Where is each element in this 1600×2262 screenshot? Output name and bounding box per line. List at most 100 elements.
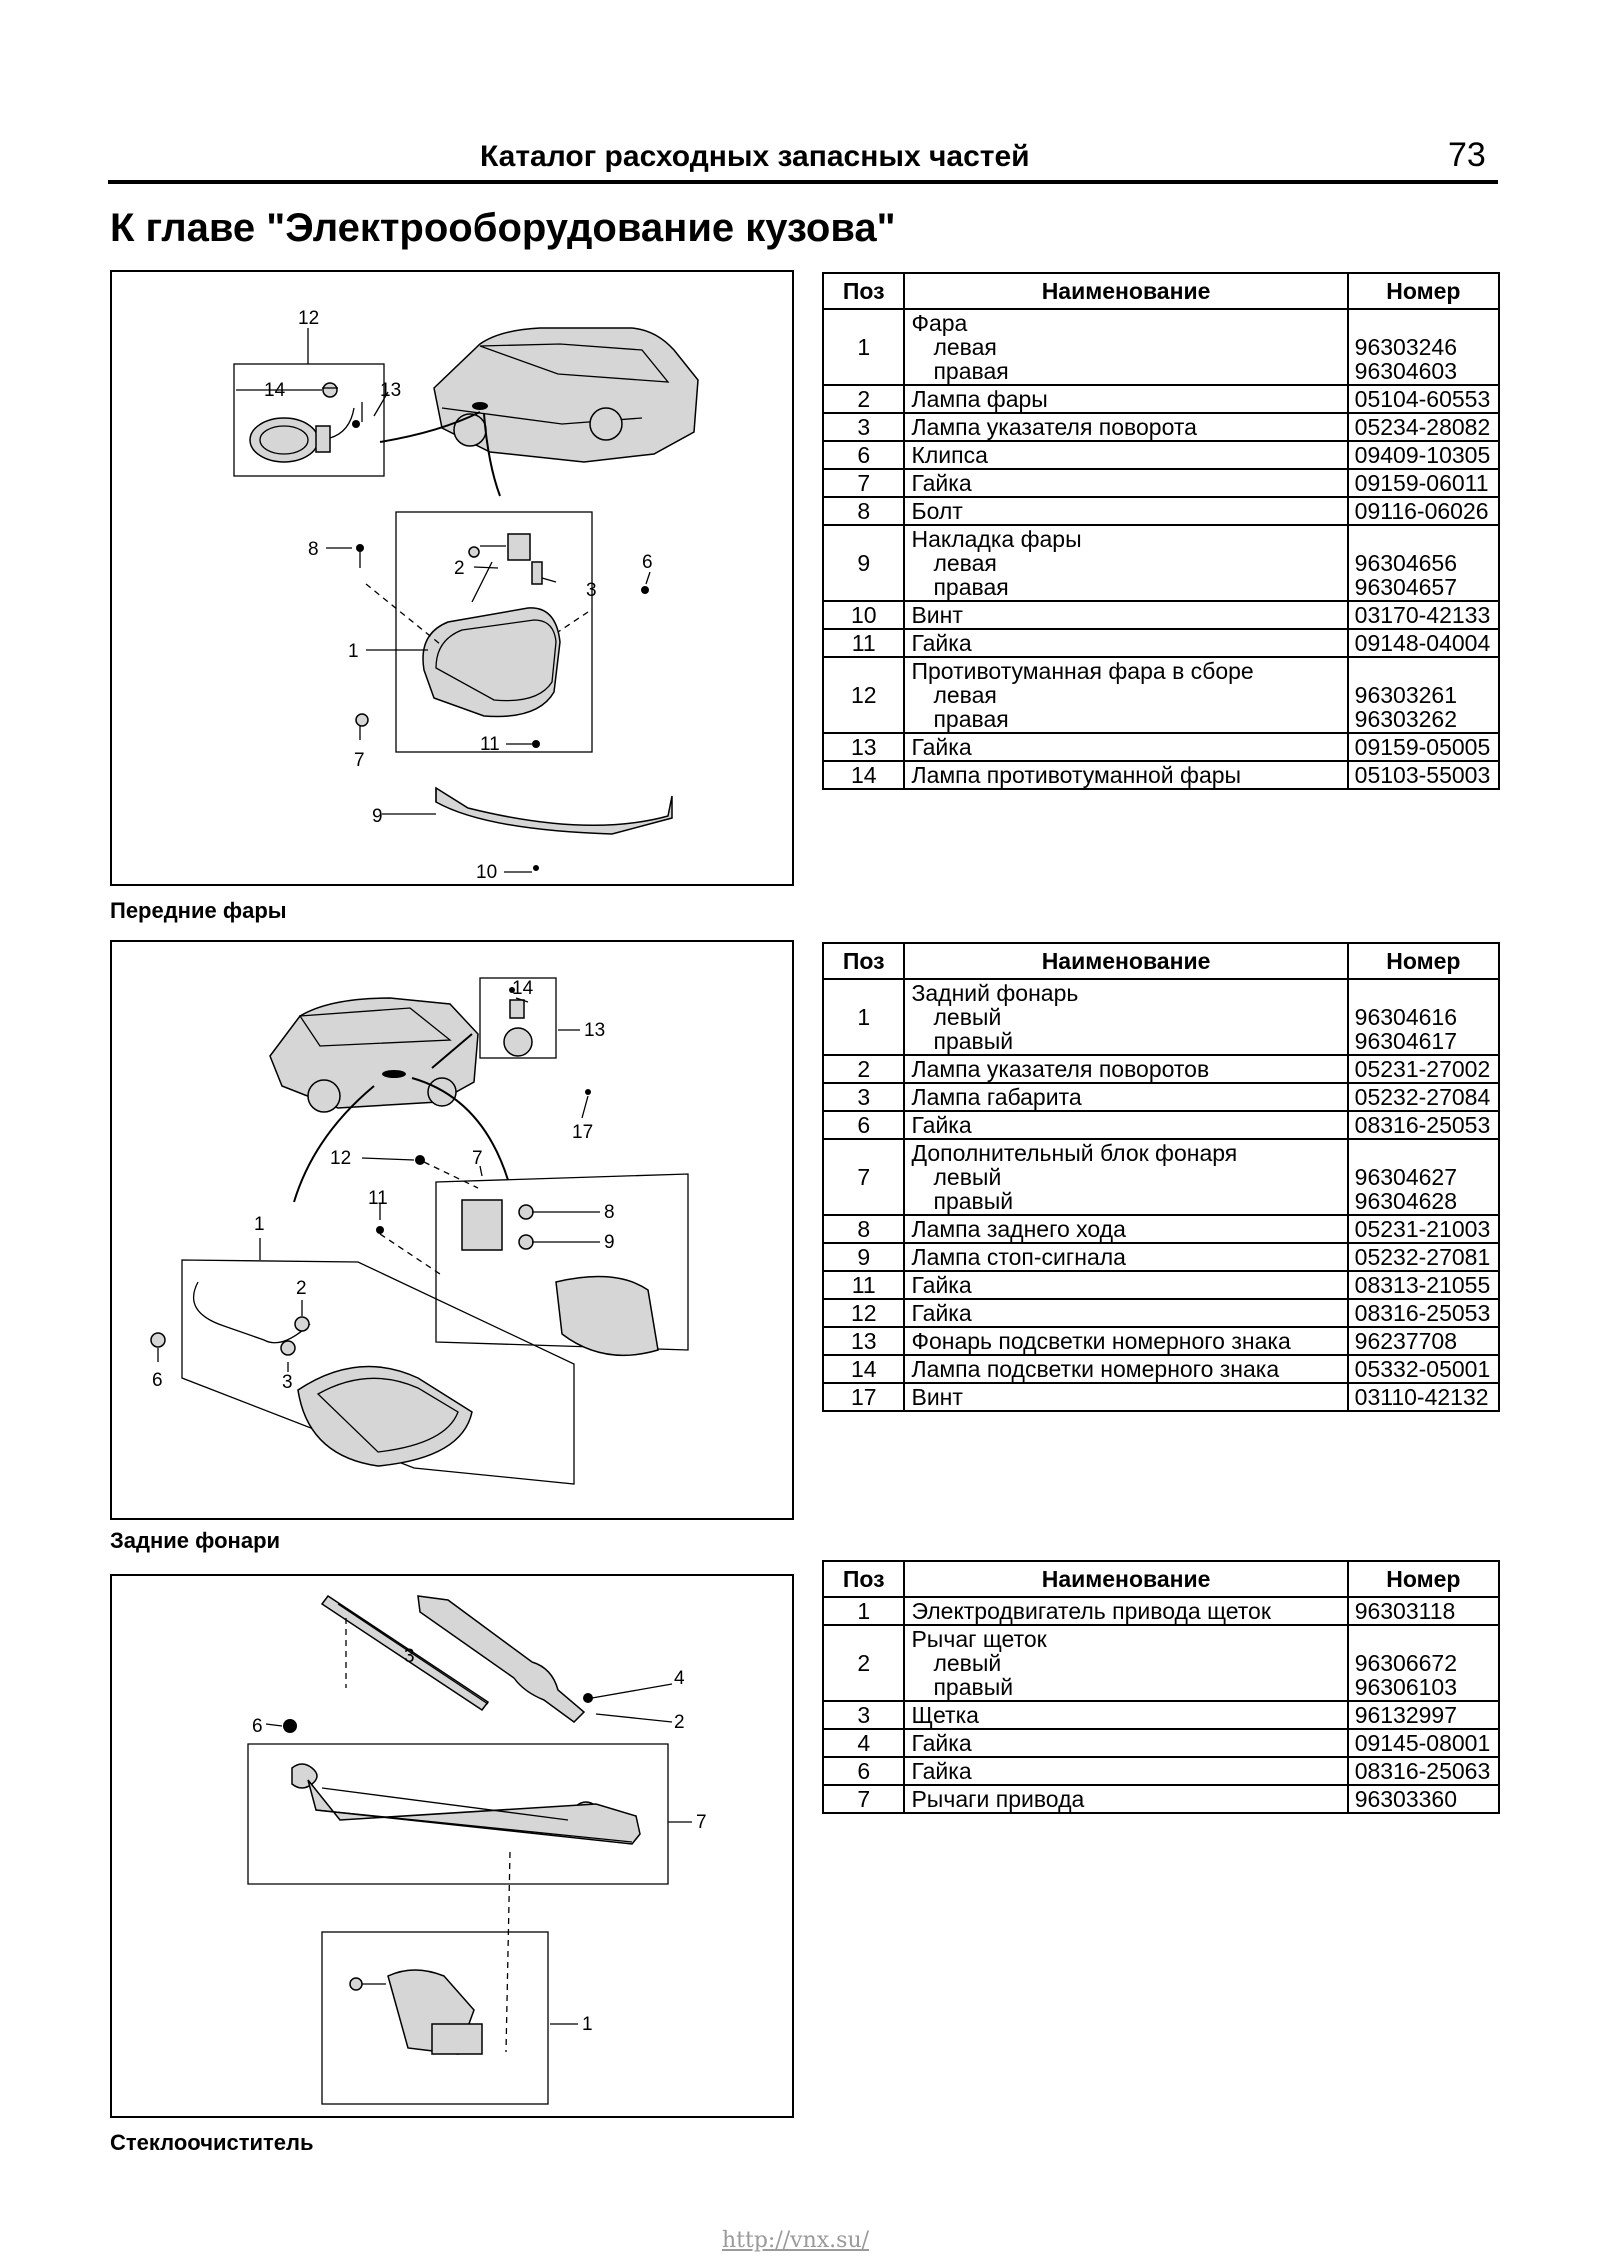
part-name: Противотуманная фара в сборе — [911, 658, 1254, 684]
part-variant: правый — [933, 1188, 1014, 1214]
part-number: 08316-25063 — [1354, 1758, 1491, 1784]
callout: 11 — [368, 1188, 388, 1209]
name-cell: Фонарь подсветки номерного знака — [903, 1326, 1349, 1356]
col-number: Номер — [1346, 1560, 1501, 1598]
callout: 9 — [604, 1232, 615, 1253]
part-number: 96304657 — [1354, 574, 1458, 600]
name-cell: Гайка — [903, 1298, 1349, 1328]
part-name: Гайка — [911, 1112, 972, 1138]
callout: 7 — [696, 1812, 707, 1833]
pos-cell: 12 — [821, 656, 906, 734]
number-cell: 08316-25063 — [1346, 1756, 1501, 1786]
part-number: 09145-08001 — [1354, 1730, 1491, 1756]
part-number: 96303261 — [1354, 682, 1458, 708]
part-variant: левая — [933, 550, 997, 576]
figure-rear-lights: 14 13 17 12 7 11 8 9 1 2 3 6 — [110, 940, 794, 1520]
part-name: Рычаги привода — [911, 1786, 1085, 1812]
callout: 1 — [254, 1214, 265, 1235]
pos-cell: 6 — [821, 1110, 906, 1140]
callout: 1 — [348, 641, 359, 662]
number-cell: 08316-25053 — [1346, 1110, 1501, 1140]
part-number: 03170-42133 — [1354, 602, 1491, 628]
part-variant: правый — [933, 1674, 1014, 1700]
pos-cell: 14 — [821, 1354, 906, 1384]
callout: 2 — [454, 558, 465, 579]
number-cell: 05332-05001 — [1346, 1354, 1501, 1384]
pos-cell: 6 — [821, 440, 906, 470]
number-cell: 09159-06011 — [1346, 468, 1501, 498]
part-number: 08316-25053 — [1354, 1112, 1491, 1138]
pos-cell: 4 — [821, 1728, 906, 1758]
part-variant: правая — [933, 706, 1009, 732]
name-cell: Лампа габарита — [903, 1082, 1349, 1112]
part-name: Винт — [911, 602, 963, 628]
footer-link[interactable]: http://vnx.su/ — [722, 2228, 870, 2253]
part-number: 96237708 — [1354, 1328, 1457, 1354]
col-name: Наименование — [903, 272, 1349, 310]
number-cell: 05231-21003 — [1346, 1214, 1501, 1244]
part-name: Лампа указателя поворотов — [911, 1056, 1210, 1082]
part-number: 96304616 — [1354, 1004, 1457, 1030]
part-name: Лампа противотуманной фары — [911, 762, 1242, 788]
callout: 3 — [282, 1372, 293, 1393]
part-number: 05103-55003 — [1354, 762, 1491, 788]
header-rule — [108, 180, 1498, 184]
callout: 4 — [674, 1668, 685, 1689]
pos-cell: 1 — [821, 308, 906, 386]
name-cell: Лампа подсветки номерного знака — [903, 1354, 1349, 1384]
col-pos: Поз — [821, 272, 906, 310]
part-number: 96304603 — [1354, 358, 1458, 384]
pos-cell: 7 — [821, 1784, 906, 1814]
part-name: Гайка — [911, 1272, 972, 1298]
pos-cell: 10 — [821, 600, 906, 630]
name-cell: Лампа противотуманной фары — [903, 760, 1349, 790]
part-number: 05231-27002 — [1354, 1056, 1491, 1082]
part-number: 96306672 — [1354, 1650, 1458, 1676]
part-variant: левая — [933, 334, 997, 360]
part-number: 96304627 — [1354, 1164, 1457, 1190]
col-number: Номер — [1346, 942, 1501, 980]
callout: 12 — [330, 1148, 351, 1169]
part-number: 09159-06011 — [1354, 470, 1489, 496]
part-variant: правая — [933, 358, 1009, 384]
table-header-row: Поз Наименование Номер — [821, 272, 1501, 310]
callout: 6 — [152, 1370, 163, 1391]
pos-cell: 17 — [821, 1382, 906, 1412]
number-cell: 09409-10305 — [1346, 440, 1501, 470]
col-name: Наименование — [903, 942, 1349, 980]
callout: 8 — [604, 1202, 615, 1223]
name-cell: Клипса — [903, 440, 1349, 470]
part-number: 03110-42132 — [1354, 1384, 1489, 1410]
part-number: 96132997 — [1354, 1702, 1458, 1728]
part-name: Щетка — [911, 1702, 979, 1728]
part-number: 96303262 — [1354, 706, 1458, 732]
pos-cell: 3 — [821, 412, 906, 442]
part-name: Фонарь подсветки номерного знака — [911, 1328, 1291, 1354]
part-name: Задний фонарь — [911, 980, 1079, 1006]
pos-cell: 7 — [821, 468, 906, 498]
col-pos: Поз — [821, 1560, 906, 1598]
number-cell: 05103-55003 — [1346, 760, 1501, 790]
name-cell: Лампа стоп-сигнала — [903, 1242, 1349, 1272]
